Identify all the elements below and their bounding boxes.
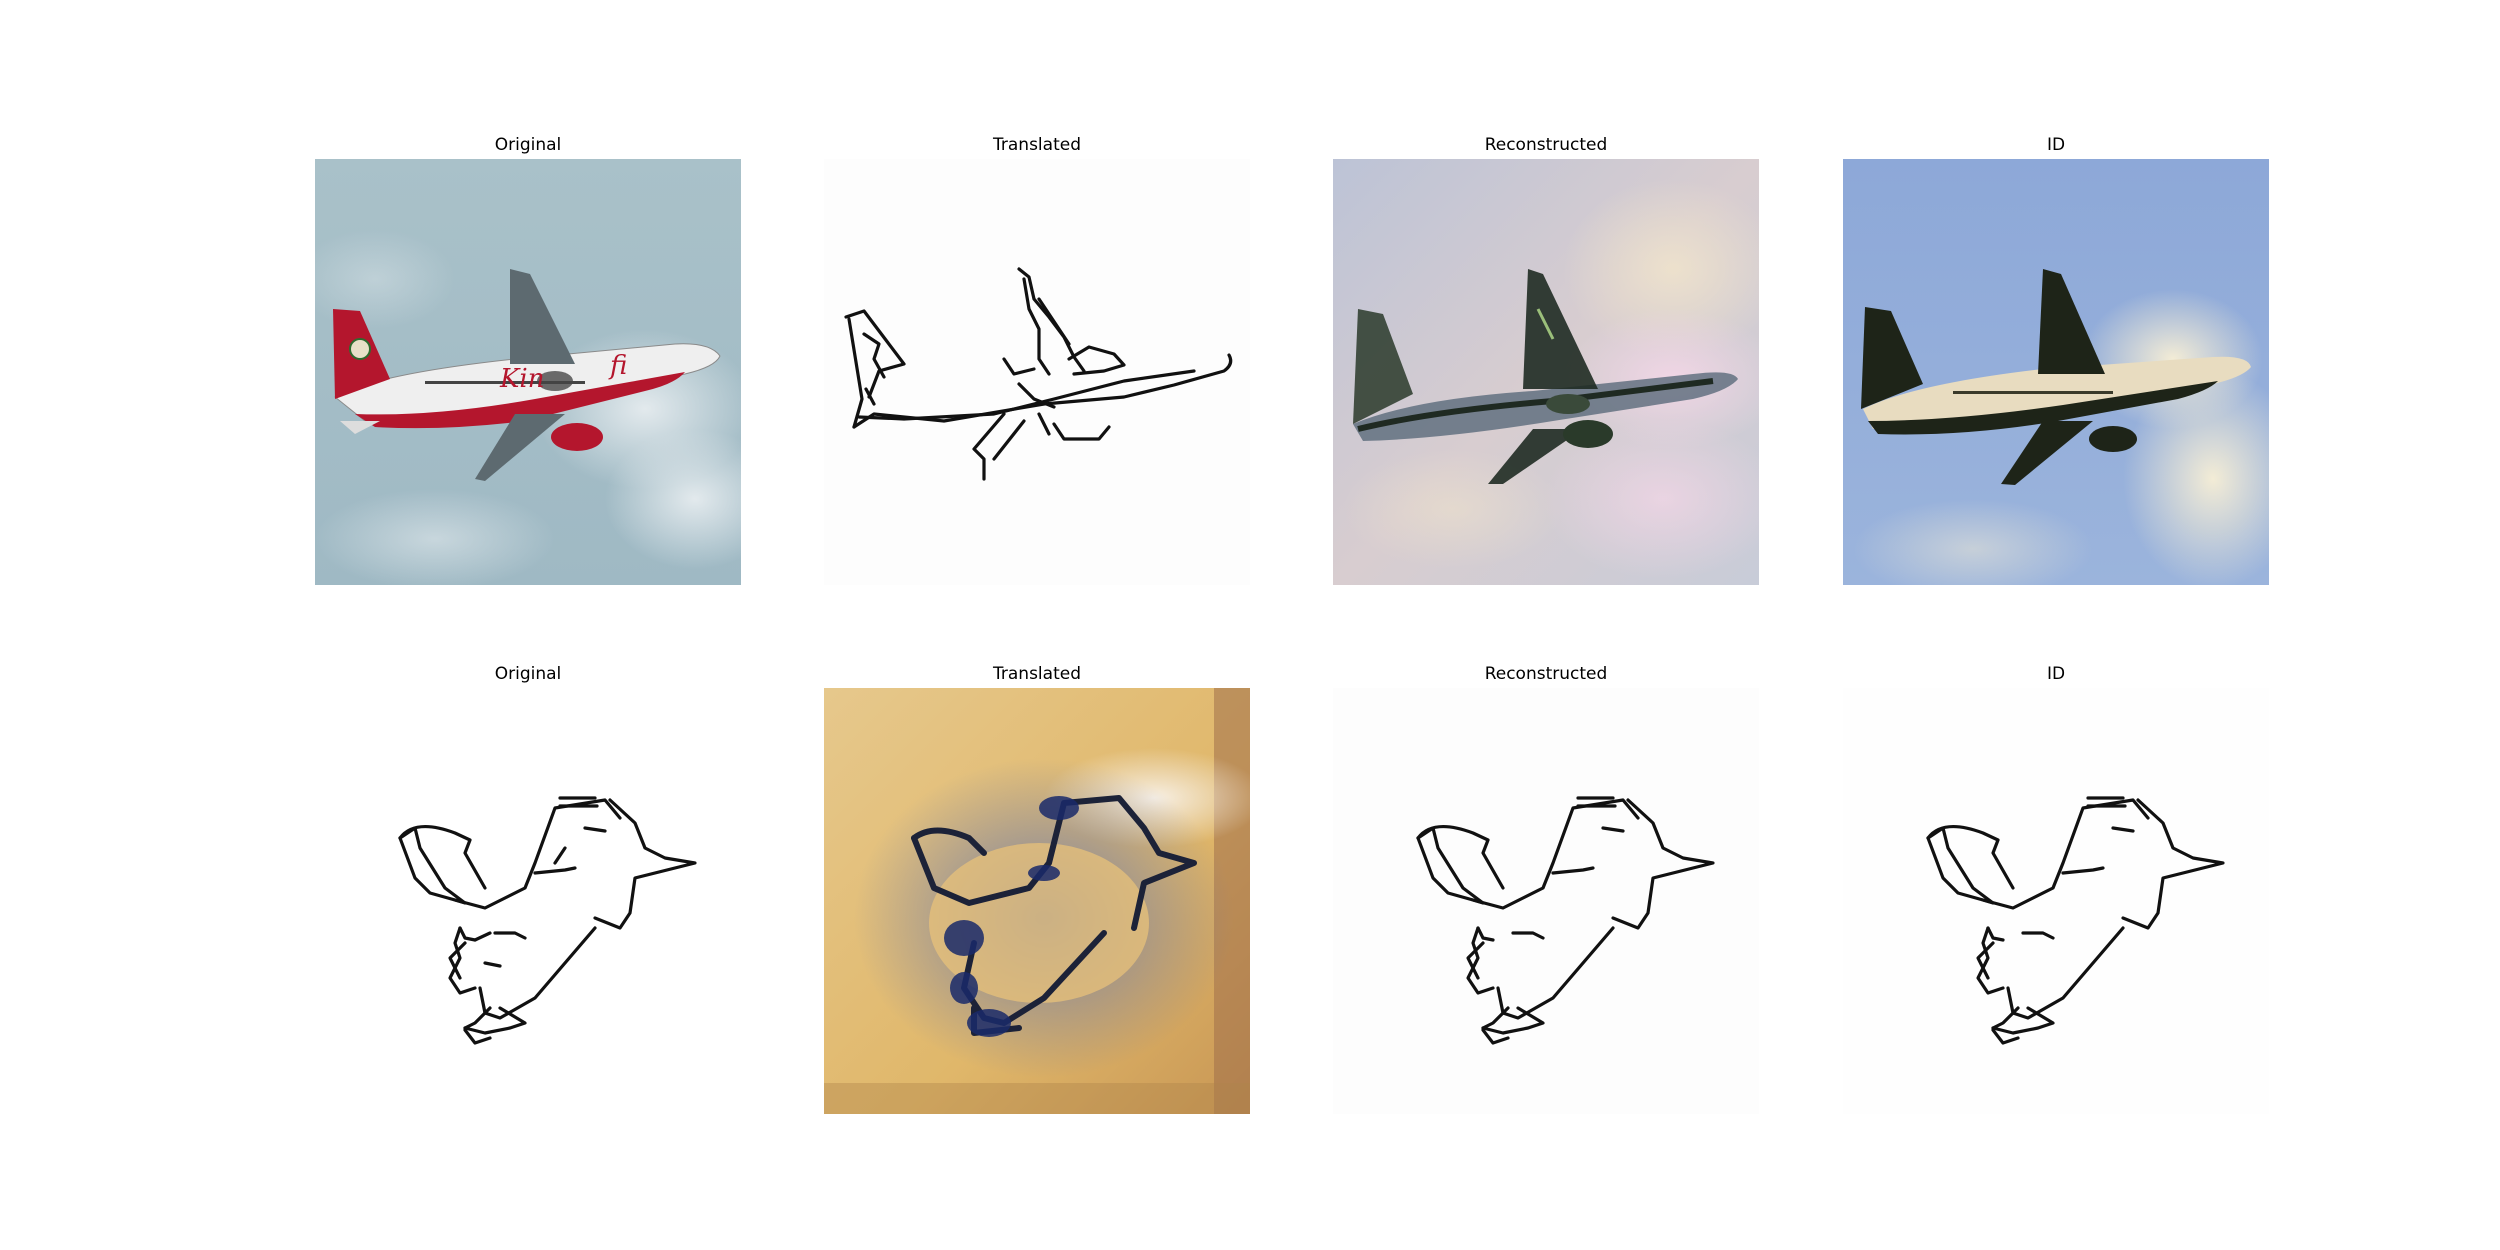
panel-title-id: ID xyxy=(2046,664,2066,684)
image-original-sketch xyxy=(315,688,741,1114)
image-translated-sketch xyxy=(824,159,1250,585)
svg-text:Kin: Kin xyxy=(499,364,544,394)
panel-title-reconstructed: Reconstructed xyxy=(1484,135,1608,155)
panel-title-original: Original xyxy=(494,664,562,684)
image-translated-photo xyxy=(824,688,1250,1114)
panel-title-translated: Translated xyxy=(993,664,1081,684)
panel-title-reconstructed: Reconstructed xyxy=(1484,664,1608,684)
svg-text:fi: fi xyxy=(608,351,627,381)
panel-title-translated: Translated xyxy=(993,135,1081,155)
panel-title-original: Original xyxy=(494,135,562,155)
image-original-photo: Kin fi xyxy=(315,159,741,585)
image-reconstructed-photo xyxy=(1333,159,1759,585)
image-reconstructed-sketch xyxy=(1333,688,1759,1114)
image-id-photo xyxy=(1843,159,2269,585)
panel-title-id: ID xyxy=(2046,135,2066,155)
image-id-sketch xyxy=(1843,688,2269,1114)
